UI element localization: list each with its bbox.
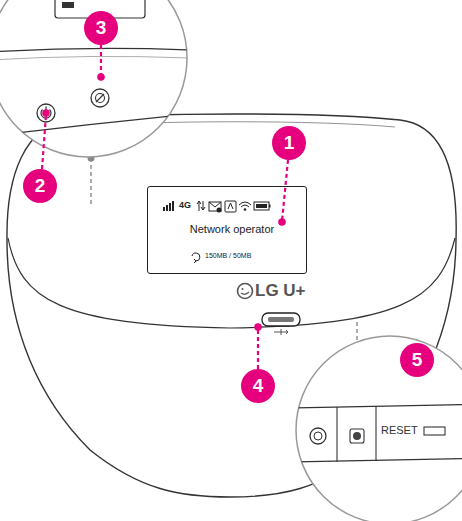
- logo-mark: [238, 284, 253, 299]
- zoom-detail-ports: [290, 404, 462, 462]
- callout-number: 1: [272, 126, 306, 160]
- operator-name: Network operator: [152, 223, 312, 235]
- network-type: 4G: [179, 200, 191, 210]
- display-screen: 4GNetwork operator150MB / 50MB: [147, 186, 307, 274]
- data-usage: 150MB / 50MB: [205, 252, 251, 259]
- zoom-circle: [0, 0, 187, 157]
- callout-number: 4: [241, 369, 275, 403]
- brand-logo: LG U+: [255, 281, 306, 301]
- zoom-circle: [296, 336, 462, 521]
- usb-port: [262, 313, 300, 335]
- callout-number: 5: [400, 343, 434, 377]
- zoom-leader: [90, 158, 91, 206]
- part-name: RESET: [381, 424, 418, 436]
- callout-dots: [42, 73, 286, 331]
- device-seam: [8, 238, 455, 328]
- callout-number: 3: [84, 11, 118, 45]
- zoom-detail-buttons: [0, 0, 190, 136]
- callout-leaders: [42, 45, 288, 369]
- callout-number: 2: [23, 169, 57, 203]
